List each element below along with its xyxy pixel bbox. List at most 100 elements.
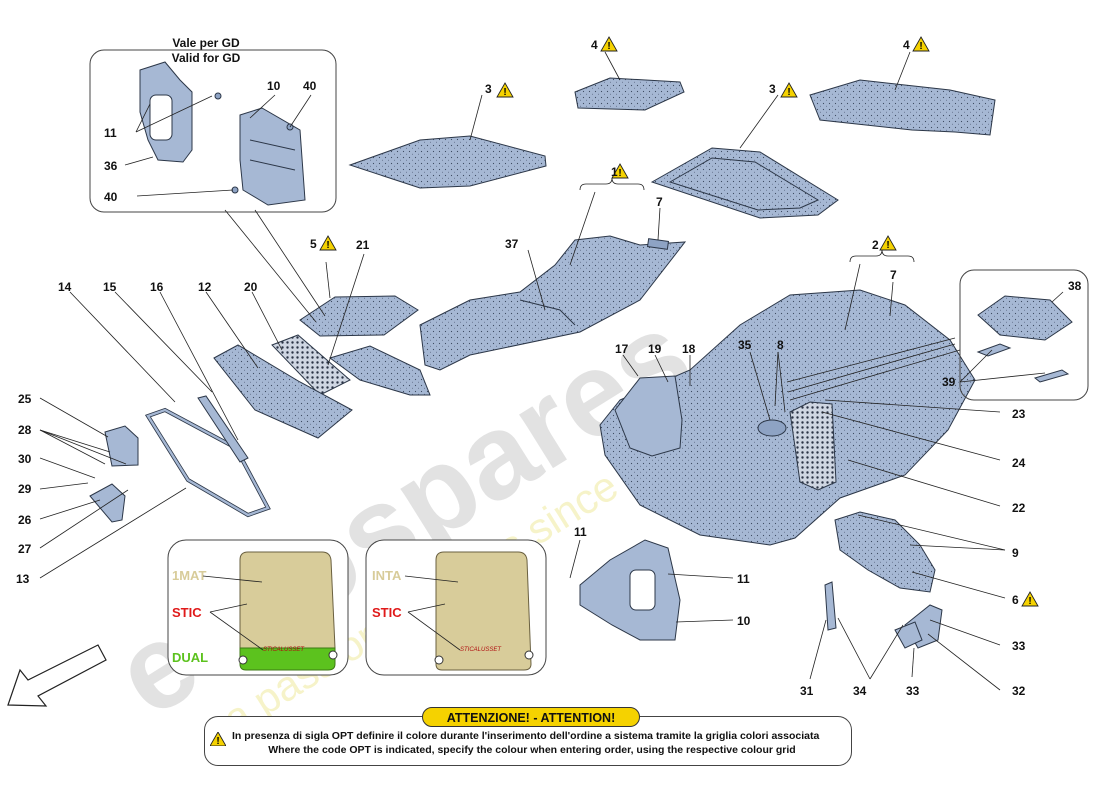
part-26-bracket (89, 483, 126, 523)
attention-text-it: In presenza di sigla OPT definire il col… (232, 730, 820, 742)
part-35-pad (757, 419, 787, 437)
colour-grid-left: STICALUSSET 1MAT STIC DUAL (167, 539, 349, 676)
svg-text:!: ! (618, 168, 621, 179)
direction-arrow-icon (7, 644, 107, 707)
part-label: 3 (769, 82, 776, 96)
part-7-clip-top (646, 238, 670, 250)
warning-icon: ! (912, 36, 930, 52)
part-label: 4 (903, 38, 910, 52)
mat-swatch-dual (239, 647, 336, 671)
mat-swatch-1mat (239, 551, 336, 649)
part-25-bracket (104, 425, 139, 467)
part-label: 30 (18, 452, 32, 466)
part-label: 23 (1012, 407, 1026, 421)
part-label: 40 (303, 79, 317, 93)
part-label: 38 (1068, 279, 1082, 293)
part-label: 22 (1012, 501, 1026, 515)
part-17-panel (614, 375, 683, 457)
part-label: 18 (682, 342, 696, 356)
part-label: 39 (942, 375, 956, 389)
gd-variant-box: Vale per GD Valid for GD (89, 36, 337, 213)
part-label: 27 (18, 542, 32, 556)
part-12-panel (213, 344, 353, 439)
part-1-tunnel-lower (328, 345, 431, 396)
part-label: 29 (18, 482, 32, 496)
part-label: 9 (1012, 546, 1019, 560)
warning-icon: ! (210, 732, 226, 746)
attention-title: ATTENZIONE! - ATTENTION! (422, 707, 640, 727)
part-label: 21 (356, 238, 370, 252)
leader-lines (39, 51, 1064, 691)
attention-text-en: Where the code OPT is indicated, specify… (268, 744, 796, 756)
part-label: 28 (18, 423, 32, 437)
part-label: 37 (505, 237, 519, 251)
colour-grid-right: STICALUSSET INTA STIC (365, 539, 547, 676)
part-label: 33 (906, 684, 920, 698)
part-4-carpet-small (574, 77, 685, 111)
label-inta: INTA (372, 568, 402, 583)
svg-text:!: ! (216, 736, 219, 746)
part-label: 16 (150, 280, 164, 294)
part-39-rail-a (976, 343, 1012, 357)
svg-text:!: ! (326, 240, 329, 251)
part-label: 12 (198, 280, 212, 294)
part-label: 19 (648, 342, 662, 356)
part-label: 6 (1012, 593, 1019, 607)
part-label: 36 (104, 159, 118, 173)
part-5-panel (299, 295, 419, 337)
part-label: 1 (611, 165, 618, 179)
part-39-rail-b (1033, 369, 1070, 383)
warning-icon: ! (600, 36, 618, 52)
part-3-carpet-right (650, 147, 839, 219)
part-3-carpet-inner (668, 157, 820, 211)
warning-icon: ! (496, 82, 514, 98)
part-15-strip (197, 395, 249, 463)
part-label: 26 (18, 513, 32, 527)
part-label: 34 (853, 684, 867, 698)
part-6-rear-panel (834, 511, 936, 593)
part-2-floor-carpet (599, 289, 976, 546)
part-20-grille (271, 334, 351, 396)
part-label: 4 (591, 38, 598, 52)
label-stic: STIC (172, 605, 202, 620)
part-label: 25 (18, 392, 32, 406)
mat-swatch-inta (435, 551, 532, 671)
part-labels: 1 2 3 3 4 4 5 6 7 7 8 9 10 10 11 11 11 1… (16, 38, 1082, 698)
part-13-frame (144, 407, 271, 518)
part-label: 11 (104, 126, 117, 140)
part-3-carpet-left (348, 135, 547, 189)
gd-title-en: Valid for GD (172, 51, 241, 65)
warning-icon: ! (879, 235, 897, 251)
part-4-carpet-right (809, 79, 996, 136)
part-10-bracket-gd (239, 107, 306, 206)
inset-box (959, 269, 1089, 401)
svg-text:!: ! (1028, 596, 1031, 607)
label-1mat: 1MAT (172, 568, 206, 583)
part-label: 17 (615, 342, 629, 356)
svg-text:!: ! (886, 240, 889, 251)
part-33-plate (894, 621, 923, 649)
label-stic: STIC (372, 605, 402, 620)
warning-icon: ! (1021, 591, 1039, 607)
part-label: 13 (16, 572, 30, 586)
part-label: 11 (737, 572, 750, 586)
gd-title-it: Vale per GD (172, 36, 240, 50)
svg-text:!: ! (787, 87, 790, 98)
part-label: 8 (777, 338, 784, 352)
part-label: 35 (738, 338, 752, 352)
svg-text:!: ! (919, 41, 922, 52)
warning-icon: ! (611, 163, 629, 179)
svg-text:!: ! (607, 41, 610, 52)
part-label: 11 (574, 525, 587, 539)
part-label: 3 (485, 82, 492, 96)
part-label: 15 (103, 280, 117, 294)
warning-icons: ! ! ! ! ! ! ! ! (319, 36, 1039, 607)
part-label: 7 (656, 195, 663, 209)
part-label: 24 (1012, 456, 1026, 470)
part-label: 33 (1012, 639, 1026, 653)
mat-logo-text: STICALUSSET (263, 647, 305, 653)
mat-logo-text: STICALUSSET (460, 647, 502, 653)
part-label: 20 (244, 280, 258, 294)
warning-icon: ! (319, 235, 337, 251)
